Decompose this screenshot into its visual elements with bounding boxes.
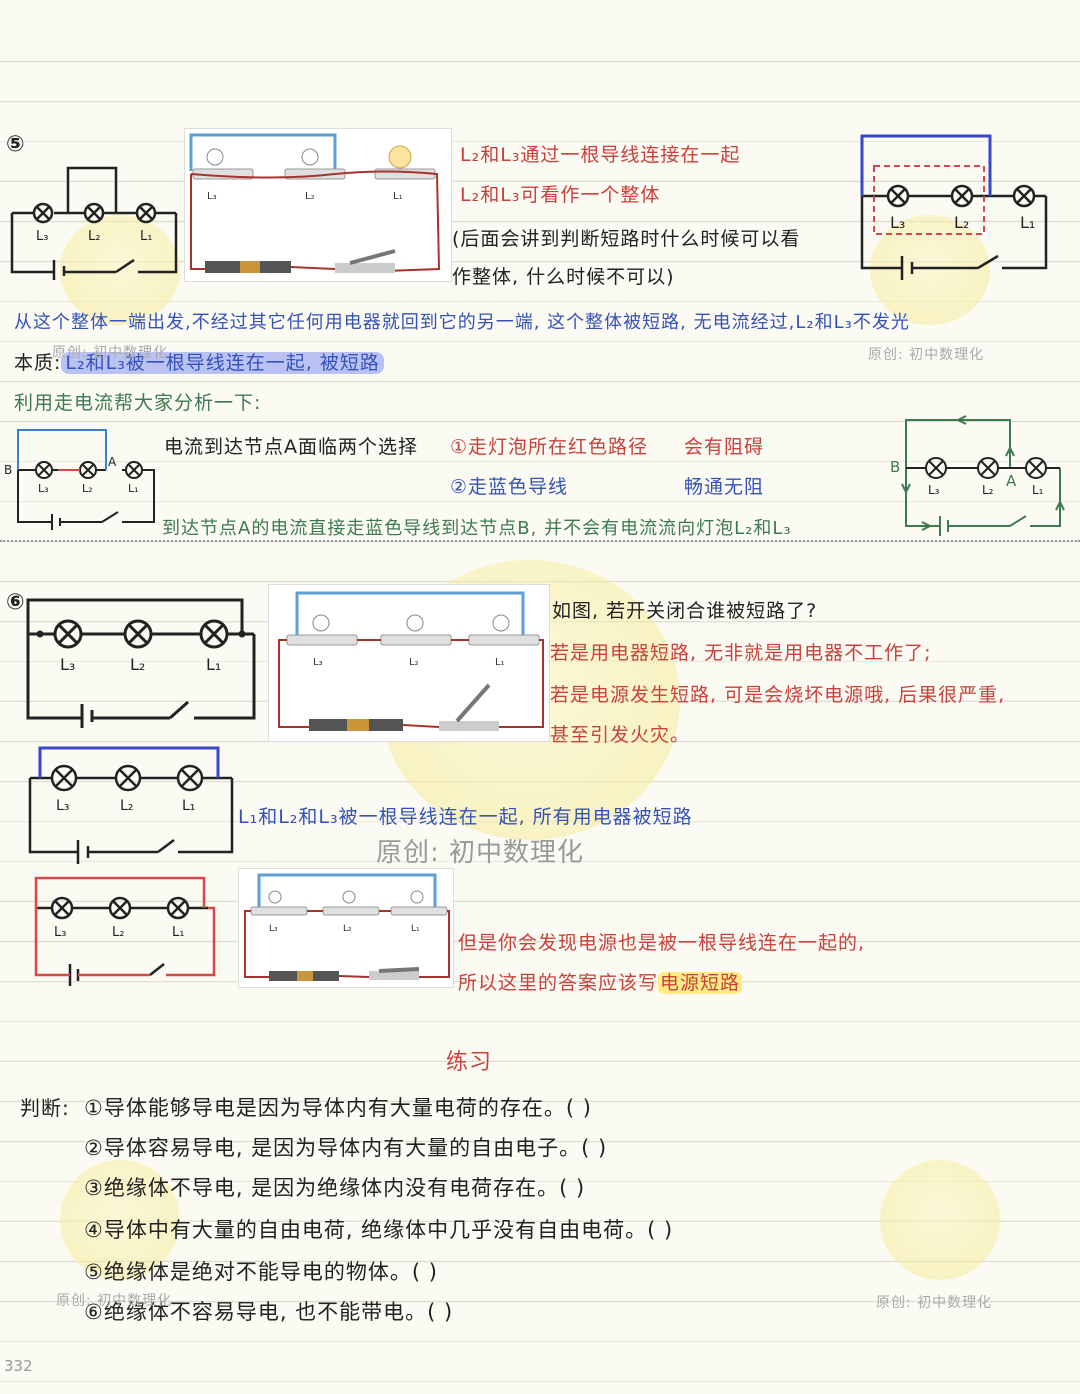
exercise-item-1: ①导体能够导电是因为导体内有大量电荷的存在。( ) [84, 1096, 592, 1120]
note-source-2: 所以这里的答案应该写电源短路 [458, 968, 743, 995]
essence-prefix: 本质: [14, 352, 62, 374]
watermark-text: 原创: 初中数理化 [868, 347, 985, 363]
photo-label-l2: L₂ [305, 191, 315, 202]
exercise-prefix: 判断: [20, 1096, 70, 1120]
label-l3: L₃ [60, 655, 75, 674]
consequence-line-3: 甚至引发火灾。 [550, 724, 691, 746]
photo-label-l1: L₁ [393, 191, 403, 202]
label-l1: L₁ [182, 798, 195, 814]
node-b-label: B [890, 458, 900, 476]
label-l1: L₁ [1020, 213, 1035, 232]
choice-2-result: 畅通无阻 [684, 476, 765, 498]
label-l2: L₂ [130, 655, 145, 674]
section-number: ⑤ [6, 132, 25, 157]
circuit-photo-6c: L₃ L₂ L₁ [238, 868, 454, 988]
label-l2: L₂ [954, 213, 969, 232]
circuit-diagram-6c: L₃ L₂ L₁ [34, 876, 216, 986]
exercise-title: 练习 [446, 1050, 493, 1075]
photo-label-l1: L₁ [411, 924, 420, 934]
exercise-item-2: ②导体容易导电, 是因为导体内有大量的自由电子。( ) [84, 1136, 608, 1160]
photo-label-l3: L₃ [269, 924, 278, 934]
explain-text: 从这个整体一端出发,不经过其它任何用电器就回到它的另一端, 这个整体被短路, 无… [14, 312, 910, 333]
node-b-label: B [4, 463, 12, 477]
label-l2: L₂ [112, 925, 124, 940]
consequence-line-2: 若是电源发生短路, 可是会烧坏电源哦, 后果很严重, [550, 684, 1006, 706]
circuit-diagram-6b: L₃ L₂ L₁ [28, 746, 234, 864]
exercise-item-4: ④导体中有大量的自由电荷, 绝缘体中几乎没有自由电荷。( ) [84, 1218, 674, 1242]
circuit-photo-6a: L₃ L₂ L₁ [268, 584, 550, 742]
label-l1: L₁ [140, 229, 152, 244]
choice-2: ②走蓝色导线 [450, 476, 569, 498]
label-l3: L₃ [890, 213, 905, 232]
label-l3: L₃ [54, 925, 66, 940]
label-l3: L₃ [928, 483, 940, 497]
circuit-diagram-5d: B A L₃ L₂ L₁ [890, 415, 1065, 536]
consequence-line-1: 若是用电器短路, 无非就是用电器不工作了; [550, 642, 932, 664]
watermark-text: 原创: 初中数理化 [52, 345, 169, 361]
choice-1-result: 会有阻碍 [684, 436, 765, 458]
note-line-2: L₂和L₃可看作一个整体 [460, 184, 661, 206]
photo-label-l2: L₂ [409, 657, 419, 668]
label-l1: L₁ [172, 925, 184, 940]
label-l2: L₂ [120, 798, 133, 814]
exercise-item-5: ⑤绝缘体是绝对不能导电的物体。( ) [84, 1260, 438, 1284]
watermark-text: 原创: 初中数理化 [876, 1295, 993, 1311]
answer-highlight: 电源短路 [658, 972, 743, 994]
circuit-diagram-5b: L₃ L₂ L₁ [860, 134, 1048, 280]
section-divider [0, 540, 1080, 542]
exercise-item-6: ⑥绝缘体不容易导电, 也不能带电。( ) [84, 1300, 454, 1324]
circuit-diagram-5a: L₃ L₂ L₁ [10, 166, 178, 280]
watermark-text: 原创: 初中数理化 [376, 838, 585, 868]
node-a-label: A [1006, 472, 1017, 490]
label-l3: L₃ [36, 229, 48, 244]
photo-label-l1: L₁ [495, 657, 505, 668]
label-l2: L₂ [82, 482, 93, 495]
section-number: ⑥ [6, 590, 25, 615]
watermark-smiley-icon [880, 1160, 1000, 1280]
question-text: 如图, 若开关闭合谁被短路了? [552, 600, 818, 622]
photo-label-l3: L₃ [207, 191, 217, 202]
circuit-photo-5: L₃ L₂ L₁ [184, 128, 452, 282]
label-l2: L₂ [88, 229, 100, 244]
exercise-item-3: ③绝缘体不导电, 是因为绝缘体内没有电荷存在。( ) [84, 1176, 586, 1200]
photo-label-l3: L₃ [313, 657, 323, 668]
conclusion-text: 到达节点A的电流直接走蓝色导线到达节点B, 并不会有电流流向灯泡L₂和L₃ [162, 518, 792, 539]
page-number: 332 [4, 1357, 33, 1375]
watermark-text: 原创: 初中数理化 [56, 1293, 173, 1309]
current-intro: 利用走电流帮大家分析一下: [14, 392, 262, 414]
essence-highlight: L₂和L₃被一根导线连在一起, 被短路 [61, 352, 384, 374]
watermark-smiley-icon [60, 1160, 180, 1280]
label-l3: L₃ [56, 798, 69, 814]
note-source-2-prefix: 所以这里的答案应该写 [458, 972, 659, 994]
essence-line: 本质:L₂和L₃被一根导线连在一起, 被短路 [14, 348, 384, 375]
choice-1: ①走灯泡所在红色路径 [450, 436, 649, 458]
circuit-diagram-6a: L₃ L₂ L₁ [26, 598, 256, 728]
label-l3: L₃ [38, 482, 49, 495]
note-all-shorted: L₁和L₂和L₃被一根导线连在一起, 所有用电器被短路 [238, 806, 693, 828]
node-a-label: A [108, 455, 117, 469]
label-l1: L₁ [1032, 483, 1044, 497]
label-l1: L₁ [128, 482, 139, 495]
circuit-diagram-5c: B A L₃ L₂ L₁ [4, 429, 155, 530]
photo-label-l2: L₂ [343, 924, 352, 934]
note-line-1: L₂和L₃通过一根导线连接在一起 [460, 144, 741, 166]
note-source-1: 但是你会发现电源也是被一根导线连在一起的, [458, 932, 866, 954]
label-l2: L₂ [982, 483, 994, 497]
note-line-3: (后面会讲到判断短路时什么时候可以看 [452, 228, 801, 250]
note-line-4: 作整体, 什么时候不可以) [452, 266, 675, 288]
node-text: 电流到达节点A面临两个选择 [164, 436, 418, 458]
label-l1: L₁ [206, 655, 221, 674]
